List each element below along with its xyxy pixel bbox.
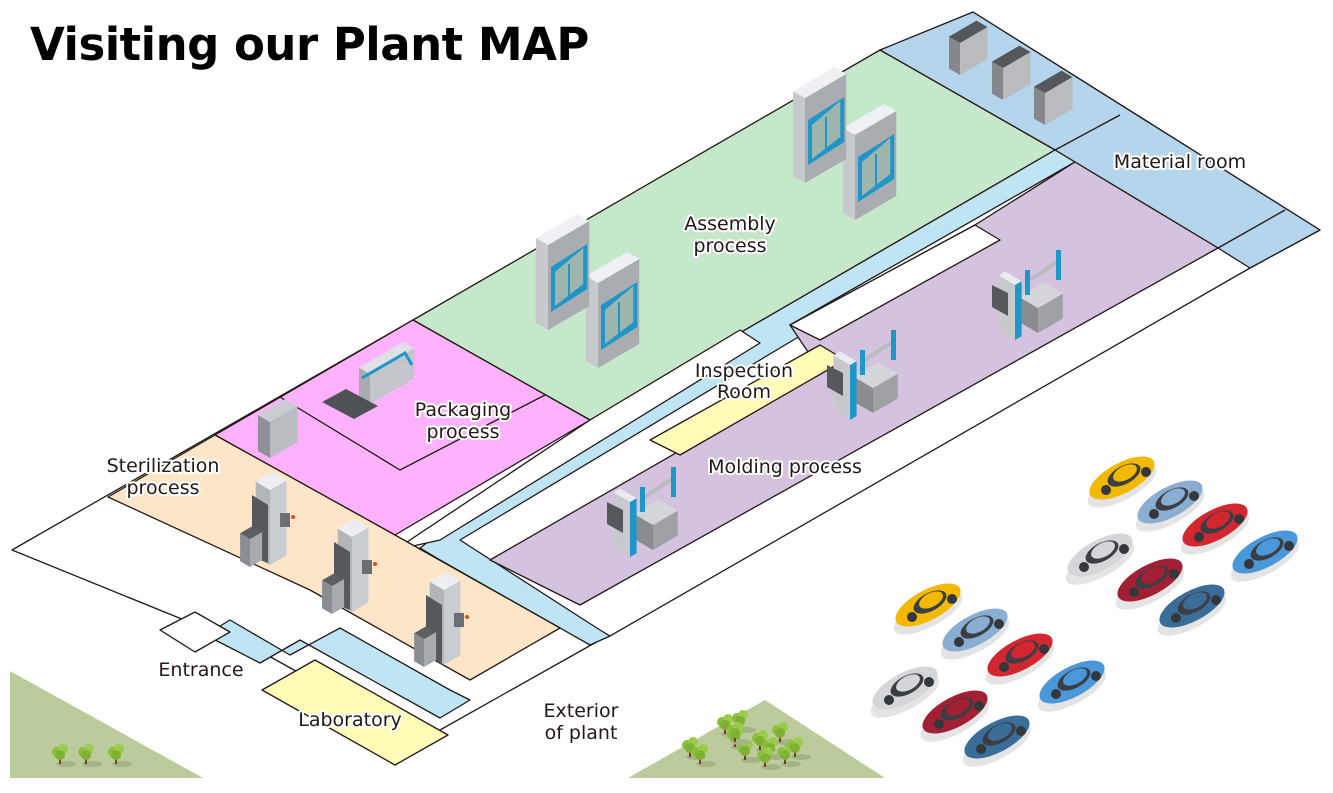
material-bin	[992, 45, 1031, 100]
label-inspection: Inspection	[695, 360, 793, 382]
corridor-gap-upper	[789, 224, 1001, 341]
sterilizer	[414, 572, 469, 667]
label-sterilization-2: process	[126, 477, 199, 499]
assembly-bench	[842, 103, 897, 220]
car	[893, 583, 963, 635]
assembly-bench	[792, 66, 847, 183]
molding-machine	[607, 467, 678, 557]
label-packaging-2: process	[426, 421, 499, 443]
corridor-gap-lower	[394, 329, 761, 551]
label-entrance: Entrance	[158, 659, 243, 681]
packaging-tray	[257, 398, 298, 458]
car	[1087, 456, 1157, 508]
car	[1230, 530, 1300, 582]
molding-machine	[827, 330, 898, 420]
label-assembly-2: process	[693, 235, 766, 257]
label-exterior: Exterior	[544, 700, 619, 722]
car	[1065, 533, 1135, 585]
car	[1115, 558, 1185, 610]
label-inspection-2: Room	[717, 381, 771, 403]
tree	[692, 744, 716, 767]
parking-lot	[870, 456, 1300, 767]
tree	[52, 744, 76, 767]
material-bin	[1034, 70, 1073, 125]
car	[1157, 584, 1227, 636]
material-divider-2	[1217, 209, 1286, 249]
label-assembly: Assembly	[684, 213, 776, 235]
lawn-left	[10, 671, 203, 778]
tree	[757, 747, 781, 770]
sterilizer	[322, 519, 377, 614]
label-molding: Molding process	[708, 456, 862, 478]
molding-machine	[992, 250, 1063, 340]
tree	[727, 722, 751, 745]
assembly-bench	[535, 213, 590, 330]
material-divider-1	[1054, 114, 1121, 151]
entrance-corridor[interactable]	[204, 619, 471, 719]
equipment-layer	[240, 20, 1073, 667]
label-packaging: Packaging	[415, 399, 511, 421]
car	[1180, 503, 1250, 555]
tree	[777, 744, 801, 767]
sterilizer	[240, 472, 295, 567]
car	[1135, 480, 1205, 532]
car	[870, 666, 940, 718]
tree	[737, 740, 761, 763]
label-material-room: Material room	[1114, 151, 1246, 173]
packaging-inner-line	[279, 394, 546, 471]
tree	[787, 737, 811, 760]
car	[920, 690, 990, 742]
zone-laboratory[interactable]	[261, 659, 449, 766]
tree	[108, 744, 132, 767]
label-laboratory: Laboratory	[298, 709, 402, 731]
trees-layer	[52, 710, 811, 770]
packaging-conveyor	[322, 342, 414, 419]
car	[985, 633, 1055, 685]
label-exterior-2: of plant	[545, 722, 618, 744]
tree	[717, 714, 741, 737]
assembly-bench	[585, 251, 640, 368]
material-bin	[949, 20, 988, 75]
entrance-block	[159, 611, 231, 653]
car	[1037, 660, 1107, 712]
car	[962, 715, 1032, 767]
car	[940, 608, 1010, 660]
tree	[78, 744, 102, 767]
page-title: Visiting our Plant MAP	[30, 18, 589, 71]
label-sterilization: Sterilization	[107, 455, 220, 477]
